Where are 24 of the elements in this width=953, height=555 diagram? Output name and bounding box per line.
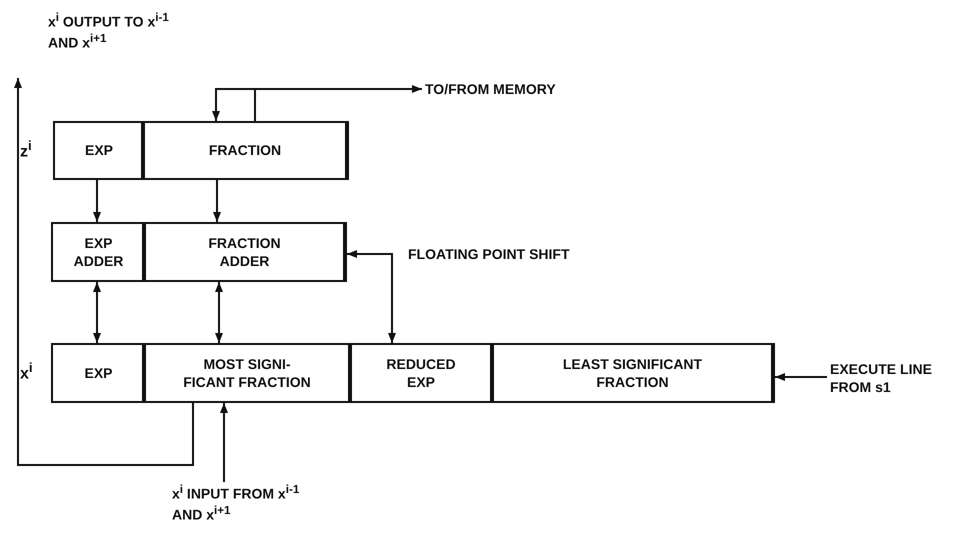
arrow — [14, 78, 194, 466]
register-name: z$^{i}$ — [20, 138, 32, 162]
register-box — [51, 222, 345, 282]
register-field: REDUCED EXP — [348, 343, 494, 403]
signal-text: EXECUTE LINE FROM s1 — [830, 360, 933, 396]
arrow — [347, 250, 396, 343]
register-box — [53, 121, 347, 180]
arrow — [93, 282, 101, 343]
arrow — [213, 180, 221, 222]
arrow — [93, 180, 101, 222]
register-field: FRACTION ADDER — [142, 222, 347, 282]
register-box — [51, 343, 773, 403]
register-field: FRACTION — [141, 121, 349, 180]
annotation-text: x$^{i}$ OUTPUT TO x$^{i-1}$ AND x$^{i+1}$ — [48, 10, 170, 52]
arrow — [254, 85, 422, 121]
register-name: x$^{i}$ — [20, 360, 33, 384]
arrow — [220, 403, 228, 482]
arrow — [775, 373, 827, 381]
register-field: LEAST SIGNIFICANT FRACTION — [490, 343, 775, 403]
signal-text: TO/FROM MEMORY — [425, 80, 556, 98]
annotation-text: FLOATING POINT SHIFT — [408, 245, 570, 264]
arrow — [215, 282, 223, 343]
signal-text: x$^{i}$ INPUT FROM x$^{i-1}$ AND x$^{i+1}$ — [172, 482, 300, 524]
register-field: MOST SIGNI- FICANT FRACTION — [142, 343, 352, 403]
